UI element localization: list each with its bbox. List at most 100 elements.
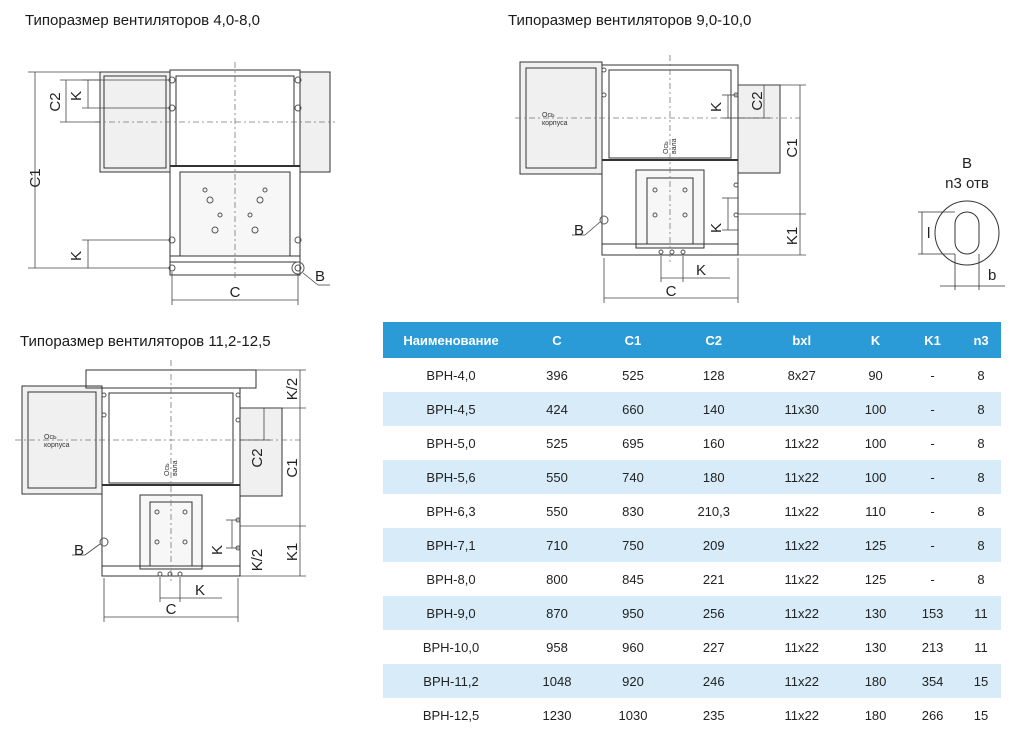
hole-l-label: l bbox=[927, 225, 930, 242]
table-cell: 209 bbox=[670, 528, 757, 562]
table-cell: 750 bbox=[594, 528, 671, 562]
dim-c-label: C bbox=[230, 284, 241, 301]
table-cell: 8 bbox=[961, 528, 1001, 562]
table-cell: 125 bbox=[847, 528, 905, 562]
table-cell: 227 bbox=[702, 639, 725, 655]
table-cell: 128 bbox=[702, 367, 725, 383]
table-cell: 266 bbox=[921, 707, 944, 723]
table-cell: 695 bbox=[622, 435, 644, 451]
table-cell: 1230 bbox=[542, 707, 572, 723]
table-cell: 396 bbox=[546, 367, 568, 383]
drawing-fan-9-10: Ось корпуса Ось вала C1 C2 K K K1 K C B … bbox=[515, 55, 1005, 303]
table-cell: ВРН-7,1 bbox=[383, 528, 519, 562]
table-cell: ВРН-4,5 bbox=[383, 392, 519, 426]
table-cell: 11x22 bbox=[756, 528, 848, 562]
table-cell: 180 bbox=[864, 707, 887, 723]
table-cell: 1030 bbox=[618, 707, 648, 723]
table-cell: 180 bbox=[670, 460, 757, 494]
hole-count-label: n3 отв bbox=[945, 175, 989, 192]
table-cell: 8 bbox=[977, 367, 985, 383]
title-fan-9-10: Типоразмер вентиляторов 9,0-10,0 bbox=[508, 12, 752, 29]
table-row: ВРН-4,5 424 660 140 11x30 100 - 8 bbox=[383, 392, 1001, 426]
table-cell: 15 bbox=[973, 707, 989, 723]
table-cell: 246 bbox=[670, 664, 757, 698]
table-cell: 213 bbox=[921, 639, 944, 655]
table-cell: 870 bbox=[519, 596, 595, 630]
table-cell: 180 bbox=[847, 664, 905, 698]
table-cell: - bbox=[930, 367, 935, 383]
table-cell: 8 bbox=[977, 435, 985, 451]
dim-k-label: K bbox=[209, 545, 226, 555]
table-cell: 160 bbox=[702, 435, 725, 451]
table-row: ВРН-5,6 550 740 180 11x22 100 - 8 bbox=[383, 460, 1001, 494]
table-cell: 950 bbox=[594, 596, 671, 630]
header-c: C bbox=[519, 322, 595, 358]
header-n3: n3 bbox=[961, 322, 1001, 358]
table-cell: 235 bbox=[702, 707, 725, 723]
table-cell: 110 bbox=[865, 503, 886, 519]
table-cell: ВРН-8,0 bbox=[426, 571, 476, 587]
table-cell: 740 bbox=[594, 460, 671, 494]
header-c1: C1 bbox=[594, 322, 671, 358]
table-cell: ВРН-4,0 bbox=[426, 367, 476, 383]
table-cell: ВРН-5,0 bbox=[426, 435, 476, 451]
table-cell: 11 bbox=[974, 639, 988, 655]
table-cell: - bbox=[904, 392, 962, 426]
table-cell: 8 bbox=[977, 571, 985, 587]
table-cell: 221 bbox=[702, 571, 725, 587]
table-cell: 830 bbox=[622, 503, 644, 519]
table-row: ВРН-4,0 396 525 128 8x27 90 - 8 bbox=[383, 358, 1001, 392]
dim-b-label: B bbox=[74, 542, 84, 559]
table-cell: 958 bbox=[546, 639, 568, 655]
table-row: ВРН-6,3 550 830 210,3 11x22 110 - 8 bbox=[383, 494, 1001, 528]
shaft-axis-label: Ось bbox=[164, 463, 171, 476]
table-cell: 550 bbox=[519, 460, 595, 494]
spec-table: Наименование C C1 C2 bxl K K1 n3 ВРН-4,0… bbox=[383, 322, 1001, 732]
table-cell: ВРН-10,0 bbox=[422, 639, 480, 655]
table-header-row: Наименование C C1 C2 bxl K K1 n3 bbox=[383, 322, 1001, 358]
table-cell: - bbox=[930, 503, 935, 519]
header-name: Наименование bbox=[383, 322, 519, 358]
dim-c1-label: C1 bbox=[27, 168, 44, 187]
dim-c1-label: C1 bbox=[284, 458, 301, 477]
dim-c2-label: C2 bbox=[749, 91, 766, 110]
table-cell: 8 bbox=[961, 392, 1001, 426]
shaft-axis-label: вала bbox=[172, 460, 179, 476]
table-cell: 130 bbox=[847, 596, 905, 630]
header-c2: C2 bbox=[670, 322, 757, 358]
table-cell: 140 bbox=[670, 392, 757, 426]
shaft-axis-label: Ось bbox=[663, 141, 670, 154]
dim-k1-label: K1 bbox=[784, 227, 801, 245]
dim-k-label: K bbox=[708, 223, 725, 233]
table-cell: 424 bbox=[519, 392, 595, 426]
table-cell: 525 bbox=[622, 367, 644, 383]
dim-c2-label: C2 bbox=[47, 92, 64, 111]
axis-label: Ось bbox=[44, 434, 57, 441]
dim-k2-label: K/2 bbox=[284, 378, 301, 401]
table-cell: 8x27 bbox=[787, 367, 816, 383]
table-cell: 11x22 bbox=[756, 596, 848, 630]
dim-k-label: K bbox=[68, 91, 85, 101]
table-cell: 11x22 bbox=[784, 435, 819, 451]
table-cell: 1048 bbox=[519, 664, 595, 698]
dim-b-label: B bbox=[574, 222, 584, 239]
table-cell: 256 bbox=[670, 596, 757, 630]
table-row: ВРН-7,1 710 750 209 11x22 125 - 8 bbox=[383, 528, 1001, 562]
dim-k-label: K bbox=[195, 582, 205, 599]
hole-width-label: b bbox=[988, 267, 996, 284]
table-cell: 130 bbox=[864, 639, 887, 655]
header-bxl: bxl bbox=[756, 322, 848, 358]
table-cell: 100 bbox=[847, 460, 905, 494]
table-row: ВРН-11,2 1048 920 246 11x22 180 354 15 bbox=[383, 664, 1001, 698]
table-cell: 845 bbox=[622, 571, 644, 587]
table-cell: - bbox=[904, 460, 962, 494]
table-cell: 11x22 bbox=[784, 707, 819, 723]
table-cell: 100 bbox=[847, 392, 905, 426]
dim-k-label: K bbox=[708, 102, 725, 112]
drawing-fan-4-8: C1 C2 K K C B bbox=[27, 62, 335, 305]
table-cell: 11x22 bbox=[784, 503, 819, 519]
table-cell: - bbox=[930, 435, 935, 451]
table-cell: 800 bbox=[546, 571, 568, 587]
table-cell: 153 bbox=[904, 596, 962, 630]
dim-k-label: K bbox=[696, 262, 706, 279]
